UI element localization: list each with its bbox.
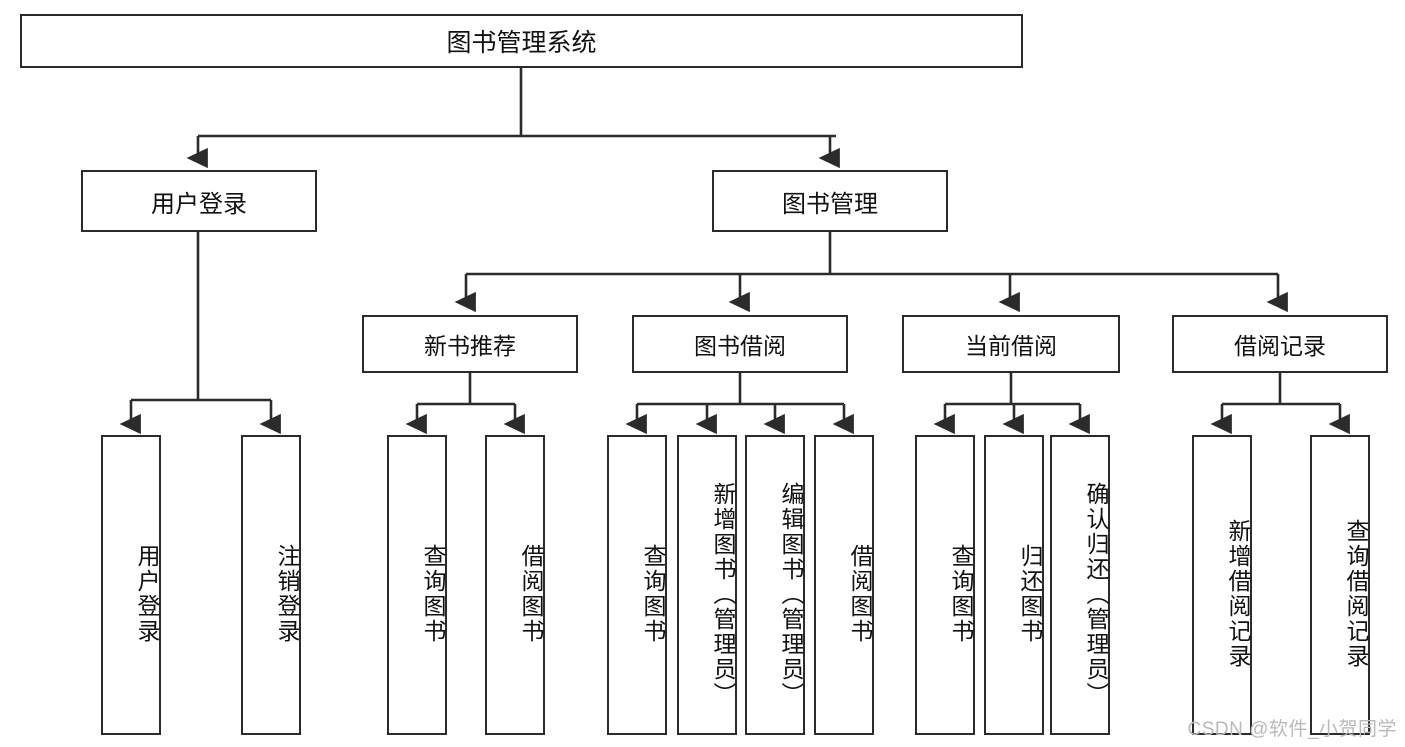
leaf-user-login[interactable]: 用户登录: [101, 435, 161, 735]
node-label: 用户登录: [134, 544, 160, 644]
node-label: 新增借阅记录: [1225, 519, 1251, 669]
node-book-management[interactable]: 图书管理: [712, 170, 948, 232]
node-label: 新增图书（管理员）: [710, 481, 736, 707]
node-label: 借阅图书: [847, 544, 873, 644]
node-label: 借阅记录: [1234, 333, 1326, 359]
leaf-borrow-book-recommend[interactable]: 借阅图书: [485, 435, 545, 735]
node-label: 图书管理系统: [446, 29, 597, 57]
leaf-query-book-current[interactable]: 查询图书: [915, 435, 975, 735]
node-label: 当前借阅: [965, 333, 1057, 359]
node-label: 新书推荐: [424, 333, 516, 359]
node-label: 图书借阅: [694, 333, 786, 359]
node-root-system[interactable]: 图书管理系统: [20, 14, 1023, 68]
node-label: 查询借阅记录: [1343, 519, 1369, 669]
node-book-borrow[interactable]: 图书借阅: [632, 315, 848, 373]
node-current-borrow[interactable]: 当前借阅: [902, 315, 1120, 373]
node-user-login[interactable]: 用户登录: [81, 170, 317, 232]
leaf-add-book-admin[interactable]: 新增图书（管理员）: [677, 435, 737, 735]
leaf-logout[interactable]: 注销登录: [241, 435, 301, 735]
node-label: 用户登录: [151, 190, 247, 218]
node-label: 图书管理: [782, 190, 878, 218]
leaf-query-borrow-record[interactable]: 查询借阅记录: [1310, 435, 1370, 735]
leaf-confirm-return-admin[interactable]: 确认归还（管理员）: [1050, 435, 1110, 735]
leaf-query-book-borrow[interactable]: 查询图书: [607, 435, 667, 735]
leaf-edit-book-admin[interactable]: 编辑图书（管理员）: [745, 435, 805, 735]
node-label: 查询图书: [420, 544, 446, 644]
node-label: 查询图书: [948, 544, 974, 644]
leaf-return-book[interactable]: 归还图书: [984, 435, 1044, 735]
node-borrow-record[interactable]: 借阅记录: [1172, 315, 1388, 373]
leaf-query-book-recommend[interactable]: 查询图书: [387, 435, 447, 735]
node-new-book-recommend[interactable]: 新书推荐: [362, 315, 578, 373]
node-label: 编辑图书（管理员）: [778, 481, 804, 707]
node-label: 归还图书: [1017, 544, 1043, 644]
node-label: 借阅图书: [518, 544, 544, 644]
node-label: 确认归还（管理员）: [1083, 481, 1109, 707]
csdn-watermark: CSDN @软件_小贺同学: [1187, 719, 1397, 740]
leaf-add-borrow-record[interactable]: 新增借阅记录: [1192, 435, 1252, 735]
leaf-borrow-book[interactable]: 借阅图书: [814, 435, 874, 735]
node-label: 查询图书: [640, 544, 666, 644]
node-label: 注销登录: [274, 544, 300, 644]
